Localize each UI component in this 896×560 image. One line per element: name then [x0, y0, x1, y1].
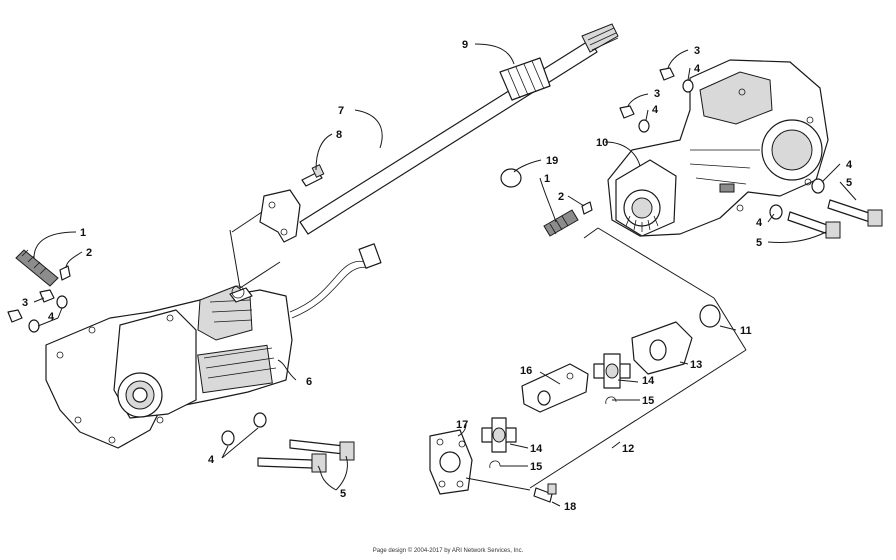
yoke-part-16	[521, 363, 589, 413]
stud-part-1-left	[15, 249, 59, 287]
flange-part-17	[429, 429, 473, 495]
ring-part-19	[500, 168, 522, 188]
tube-bracket-part-7	[259, 189, 301, 243]
callout-numbers: 1 2 3 4 6 4 5 7 8 9 10 19 1 2 3 4 3 4 4 …	[22, 39, 853, 513]
callout-14-upper: 14	[642, 375, 655, 387]
callout-6: 6	[306, 376, 312, 388]
callout-15-lower: 15	[530, 461, 542, 473]
callout-3-left: 3	[22, 297, 28, 309]
front-gearcase-part-6	[45, 243, 382, 449]
callout-1-right: 1	[544, 173, 550, 185]
callout-3-right-mid: 3	[654, 88, 660, 100]
callout-7: 7	[338, 105, 344, 117]
callout-14-lower: 14	[530, 443, 543, 455]
callout-5-left: 5	[340, 488, 346, 500]
callout-4-right-low: 4	[756, 217, 763, 229]
callout-16: 16	[520, 365, 532, 377]
callout-19: 19	[546, 155, 558, 167]
copyright-footer: Page design © 2004-2017 by ARI Network S…	[372, 548, 524, 554]
callout-1-left: 1	[80, 227, 86, 239]
callout-11: 11	[740, 325, 752, 337]
bolt-part-18	[533, 483, 557, 503]
nuts-washers-right	[619, 67, 694, 133]
callout-10: 10	[596, 137, 608, 149]
callout-4-right-side: 4	[846, 159, 853, 171]
callout-12: 12	[622, 443, 634, 455]
callout-5-right-side: 5	[846, 177, 852, 189]
oring-part-11	[699, 304, 721, 328]
callout-8: 8	[336, 129, 342, 141]
driveshaft-part-9	[299, 23, 619, 235]
clip-part-2-right	[581, 201, 593, 215]
stud-part-1-right	[543, 209, 579, 237]
yoke-part-13	[631, 321, 693, 375]
callout-4-left: 4	[48, 311, 55, 323]
callout-4-lower-left: 4	[208, 454, 215, 466]
callout-15-upper: 15	[642, 395, 654, 407]
washers-bolts-right	[769, 178, 883, 239]
callout-2-right: 2	[558, 191, 564, 203]
callout-2-left: 2	[86, 247, 92, 259]
ujoint-part-14-lower	[481, 417, 517, 453]
clip-part-2-left	[59, 265, 71, 281]
rear-gearcase-part-10	[607, 59, 829, 237]
callout-4-right-top: 4	[694, 63, 701, 75]
nuts-washers-left	[7, 289, 68, 333]
bolt-part-8	[301, 164, 325, 187]
callout-4-right-mid: 4	[652, 104, 659, 116]
clip-part-15-lower	[489, 460, 501, 469]
callout-17: 17	[456, 419, 468, 431]
callout-18: 18	[564, 501, 576, 513]
callout-13: 13	[690, 359, 702, 371]
leader-lines	[33, 43, 857, 507]
callout-3-right-top: 3	[694, 45, 700, 57]
ujoint-part-14-upper	[593, 353, 631, 389]
callout-5-right-low: 5	[756, 237, 762, 249]
callout-9: 9	[462, 39, 468, 51]
washers-bolts-left	[221, 412, 355, 473]
